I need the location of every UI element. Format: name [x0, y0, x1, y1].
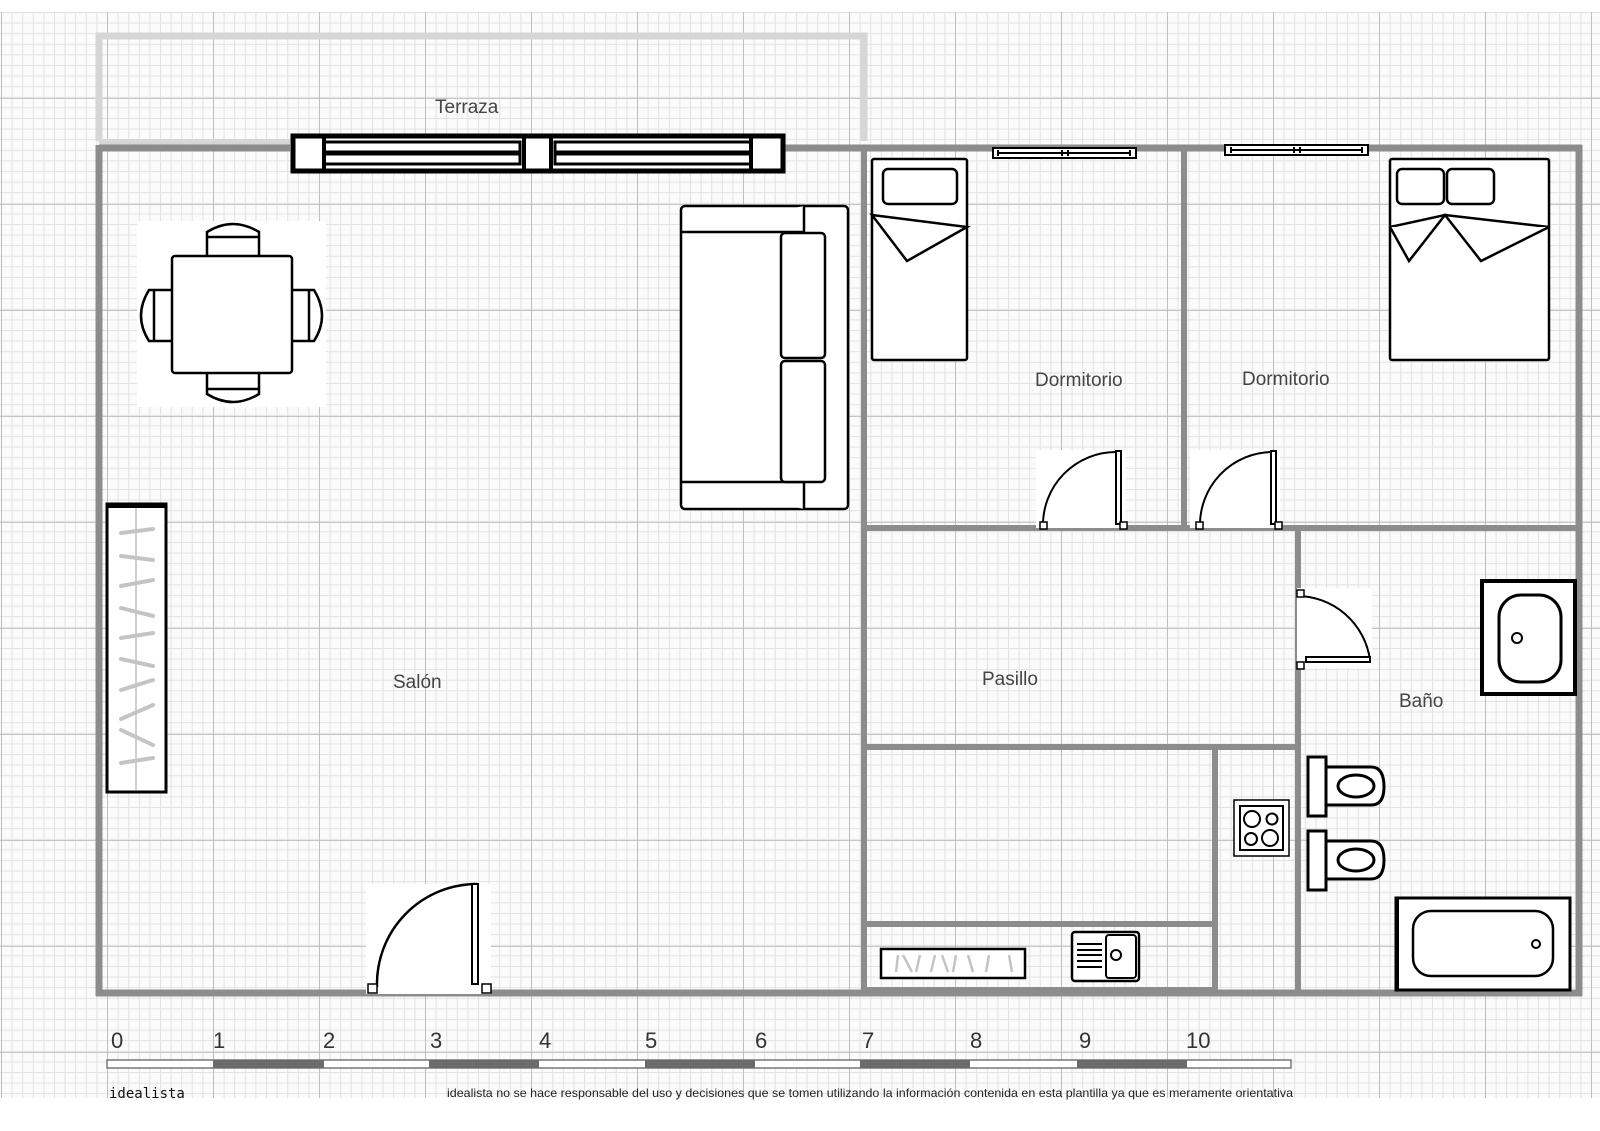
sofa-icon [679, 204, 850, 511]
wardrobe-icon [105, 502, 168, 794]
room-label-dormitorio-2: Dormitorio [1242, 369, 1330, 390]
scale-tick-10: 10 [1186, 1028, 1210, 1053]
scale-tick-2: 2 [323, 1028, 335, 1053]
double-bed-icon [1388, 157, 1551, 362]
door-dormitorio-1[interactable] [1036, 450, 1128, 530]
washbasin-icon [1480, 579, 1577, 696]
room-label-bano: Baño [1399, 691, 1443, 712]
scale-tick-6: 6 [755, 1028, 767, 1053]
walls [95, 144, 1583, 997]
bidet-icon [1306, 829, 1386, 892]
scale-tick-4: 4 [539, 1028, 551, 1053]
window-dormitorio-1 [992, 147, 1137, 159]
scale-tick-3: 3 [430, 1028, 442, 1053]
dining-table-icon [137, 221, 326, 407]
room-label-dormitorio-1: Dormitorio [1035, 370, 1123, 391]
scale-tick-1: 1 [213, 1028, 225, 1053]
scale-labels: 0 1 2 3 4 5 6 7 8 9 10 [111, 1028, 1210, 1053]
window-dormitorio-2 [1224, 144, 1369, 156]
window-salon [290, 133, 786, 174]
room-label-terraza: Terraza [435, 97, 499, 118]
scale-tick-5: 5 [645, 1028, 657, 1053]
kitchen-counter-icon [879, 947, 1027, 980]
room-label-pasillo: Pasillo [982, 669, 1038, 690]
bathtub-icon [1394, 896, 1572, 992]
scale-tick-8: 8 [970, 1028, 982, 1053]
door-dormitorio-2[interactable] [1190, 450, 1283, 530]
door-entrance[interactable] [366, 882, 492, 994]
scale-tick-9: 9 [1079, 1028, 1091, 1053]
grid-background [0, 12, 1600, 1098]
door-bano[interactable] [1296, 588, 1372, 670]
room-label-salon: Salón [393, 672, 442, 693]
disclaimer-text: idealista no se hace responsable del uso… [447, 1086, 1293, 1100]
kitchen-sink-icon [1070, 930, 1141, 983]
terrace-outline [95, 32, 868, 145]
cooktop-icon [1233, 799, 1290, 857]
scale-tick-0: 0 [111, 1028, 123, 1053]
toilet-icon [1306, 755, 1386, 818]
scale-tick-7: 7 [862, 1028, 874, 1053]
single-bed-icon [869, 157, 971, 362]
brand-logo: idealista [109, 1086, 185, 1102]
scale-bar [106, 1059, 1292, 1069]
